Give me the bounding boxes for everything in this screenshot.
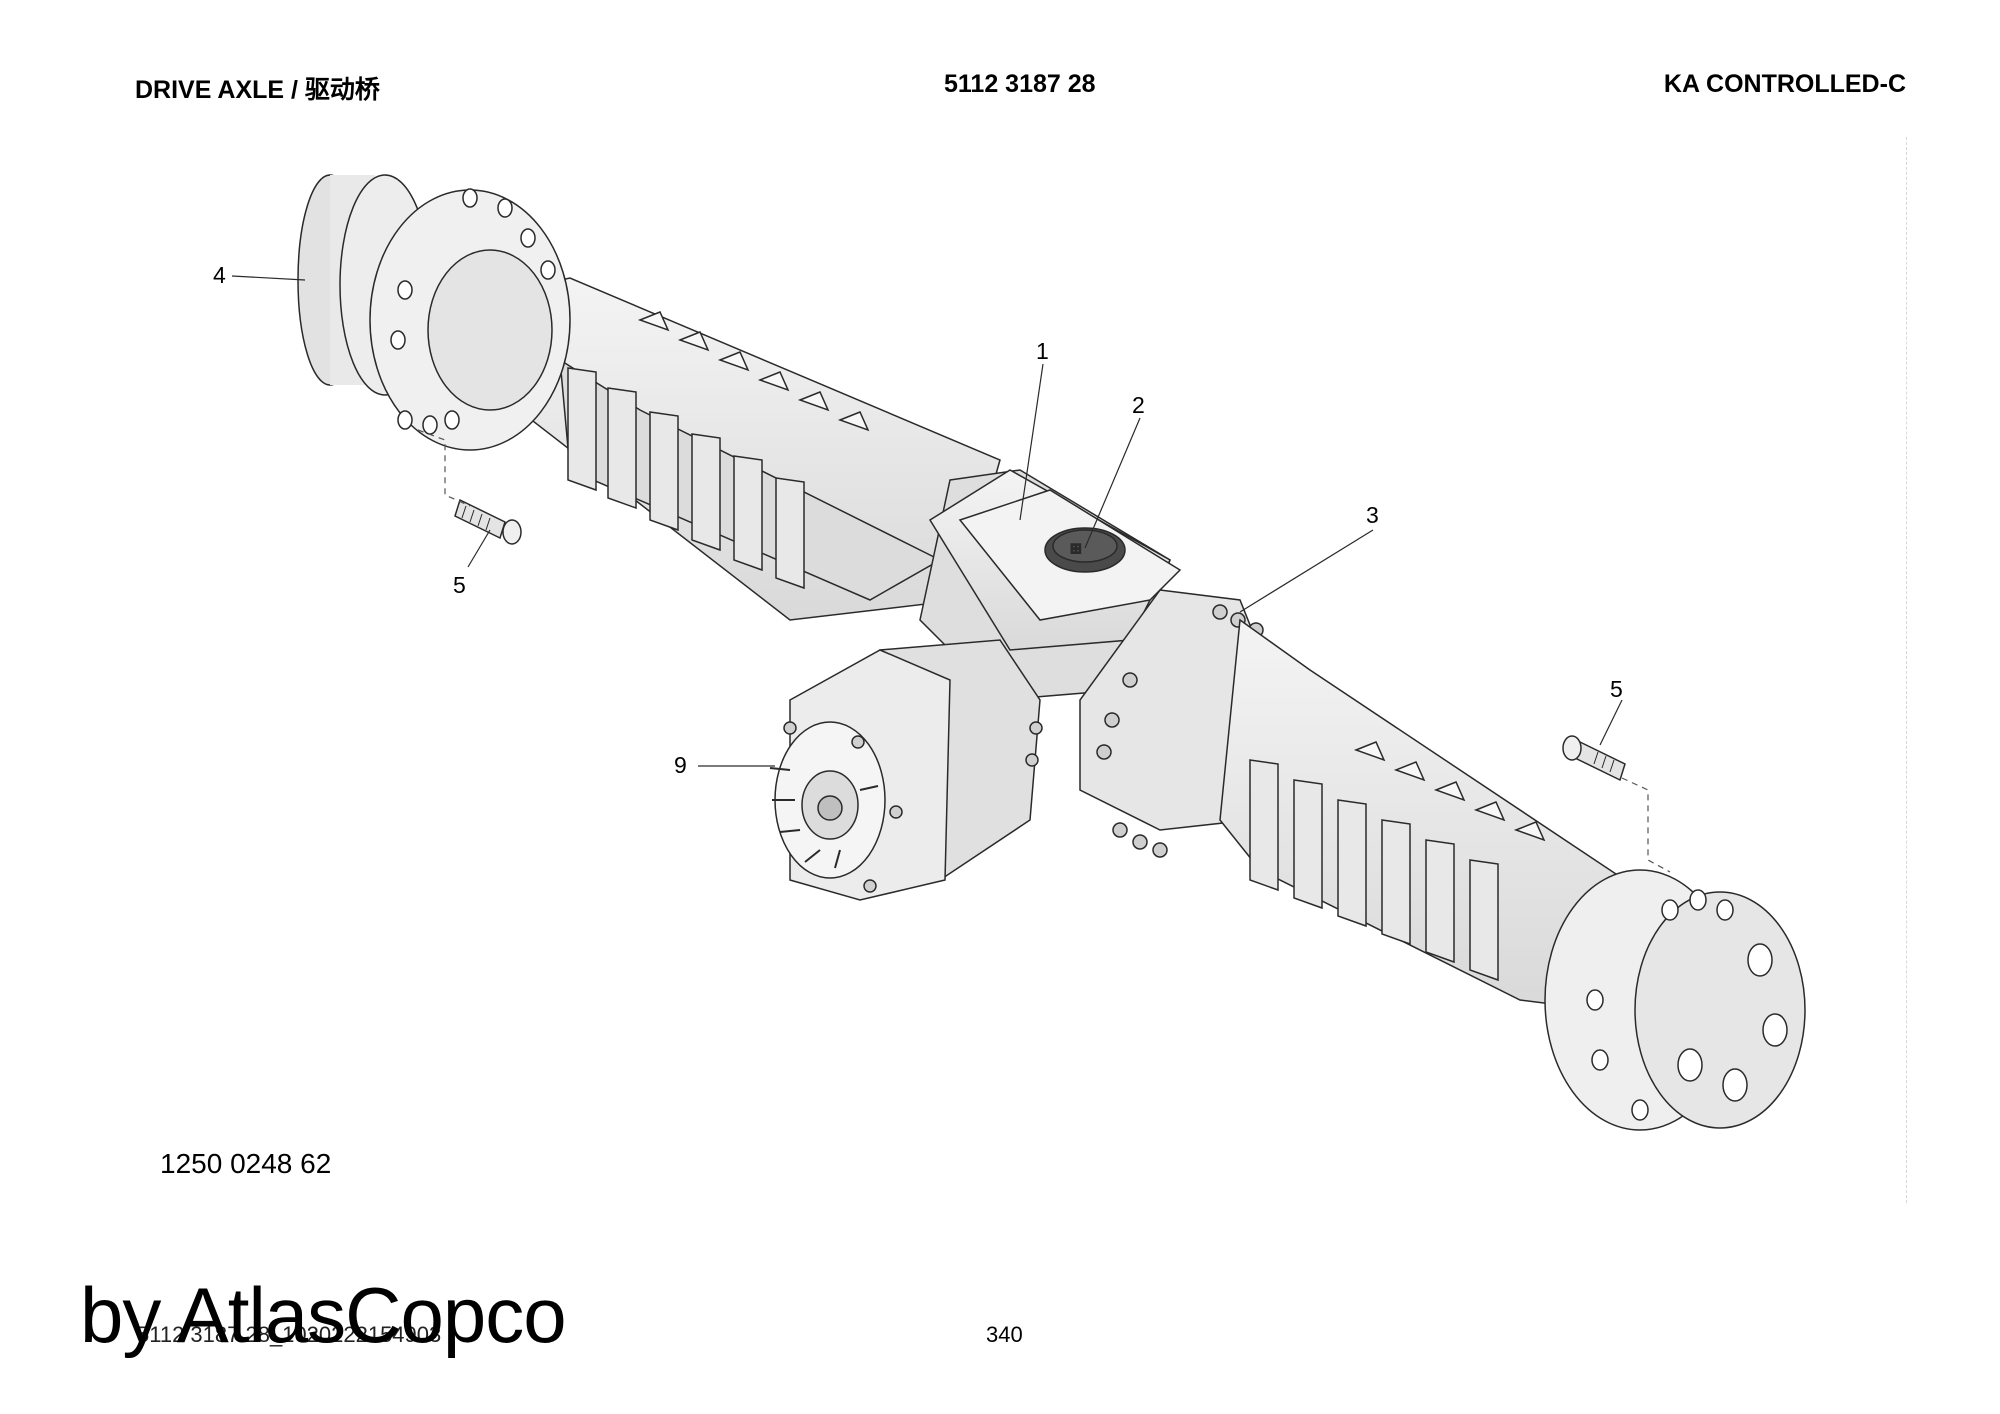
bolt-left — [454, 498, 522, 545]
input-gearbox — [769, 639, 1043, 901]
right-axle-housing — [1219, 618, 1641, 1011]
right-wheel-hub — [1544, 869, 1806, 1131]
header-variant: KA CONTROLLED-C — [1663, 70, 1906, 98]
header-title: DRIVE AXLE / 驱动桥 — [135, 76, 380, 104]
callout-2: 2 — [1132, 392, 1145, 418]
footer-document-id: 5112 3187 28_1020222154903 — [137, 1322, 442, 1347]
callout-9: 9 — [674, 752, 687, 778]
callout-3: 3 — [1366, 502, 1379, 528]
watermark: by AtlasCopco — [80, 1271, 567, 1359]
callout-5-left: 5 — [453, 572, 466, 598]
page-border-line — [1906, 137, 1907, 1203]
callout-leader-lines — [231, 275, 1623, 767]
bolt-right — [1562, 735, 1626, 782]
assembly-dashed-lines — [417, 429, 1671, 873]
header-drawing-number: 5112 3187 28 — [944, 70, 1096, 98]
callout-4: 4 — [213, 262, 226, 288]
svg-text:⊞: ⊞ — [1070, 540, 1082, 556]
callout-1: 1 — [1036, 338, 1049, 364]
page-number: 340 — [986, 1322, 1023, 1347]
diagram-part-number: 1250 0248 62 — [160, 1148, 332, 1179]
callout-5-right: 5 — [1610, 676, 1623, 702]
left-wheel-hub — [297, 174, 571, 451]
